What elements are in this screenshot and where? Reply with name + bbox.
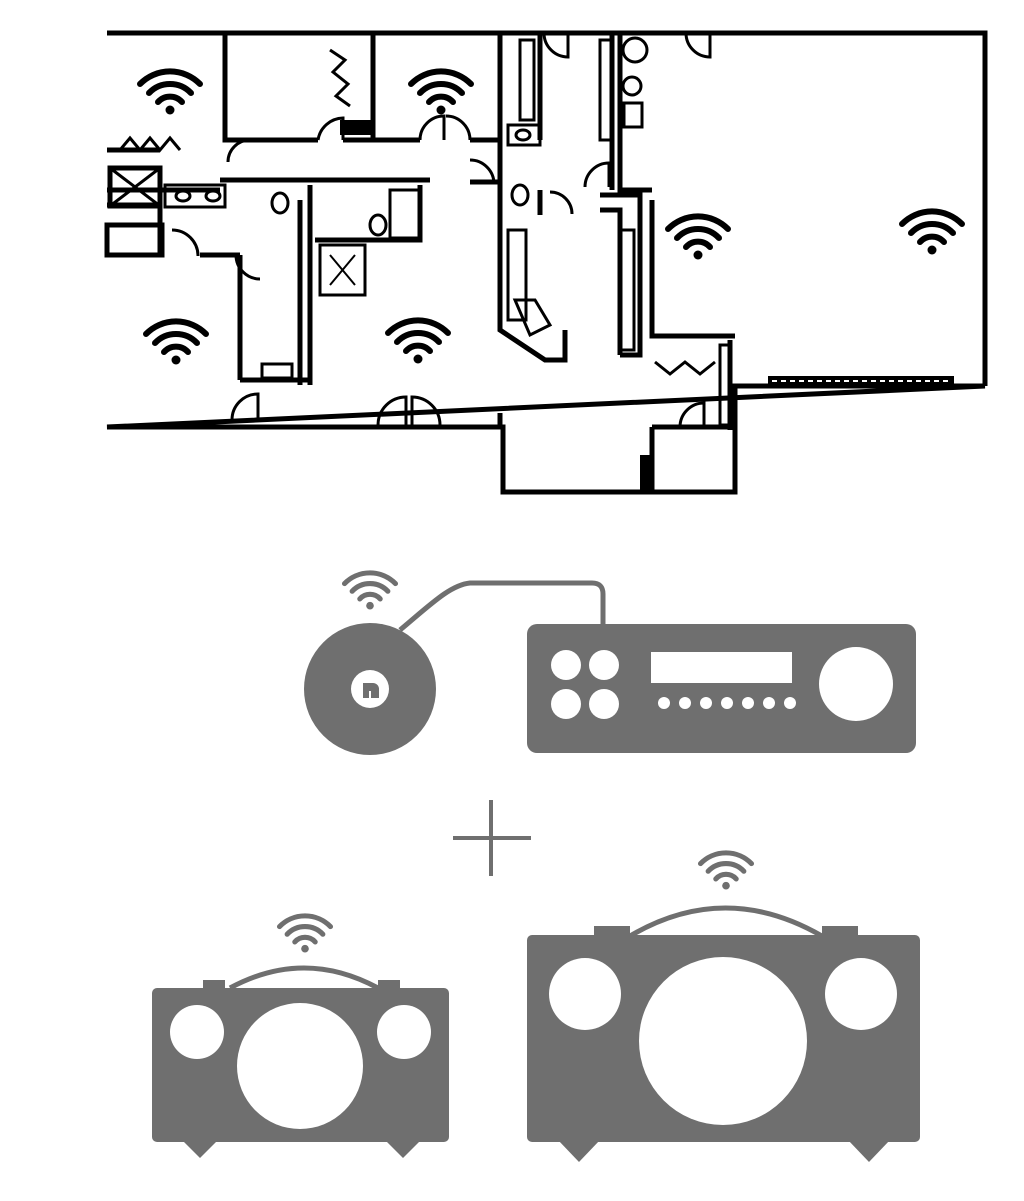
garage-door (768, 376, 954, 386)
floorplan-wifi-icons (140, 71, 962, 364)
volume-knob (819, 647, 893, 721)
wifi-icon (345, 573, 396, 610)
small-speaker (152, 916, 449, 1158)
vanity (163, 183, 227, 209)
outer-wall (106, 30, 988, 495)
sink (506, 123, 542, 147)
bathtub (388, 188, 422, 240)
adapter-device (304, 573, 606, 755)
shower (318, 243, 367, 297)
wifi-icon (140, 71, 200, 114)
bay-wall (649, 200, 735, 339)
cable (398, 580, 606, 632)
preset-button (589, 689, 619, 719)
preset-button (551, 650, 581, 680)
wifi-icon (280, 916, 331, 953)
wifi-icon (701, 853, 752, 890)
plus-icon (453, 800, 531, 876)
wifi-icon (411, 71, 471, 114)
washer (621, 36, 649, 64)
indicator-dots (658, 697, 796, 709)
preset-button (551, 689, 581, 719)
preset-button (589, 650, 619, 680)
wifi-icon (388, 320, 448, 363)
display (651, 652, 792, 683)
toilet (510, 183, 530, 207)
wifi-icon (902, 211, 962, 254)
interior-wall (222, 33, 318, 143)
large-speaker (527, 853, 920, 1162)
floorplan (104, 30, 988, 495)
receiver-device (527, 624, 916, 753)
dryer (621, 75, 643, 97)
wifi-icon (146, 321, 206, 364)
wifi-icon (668, 216, 728, 259)
stove (107, 165, 163, 209)
